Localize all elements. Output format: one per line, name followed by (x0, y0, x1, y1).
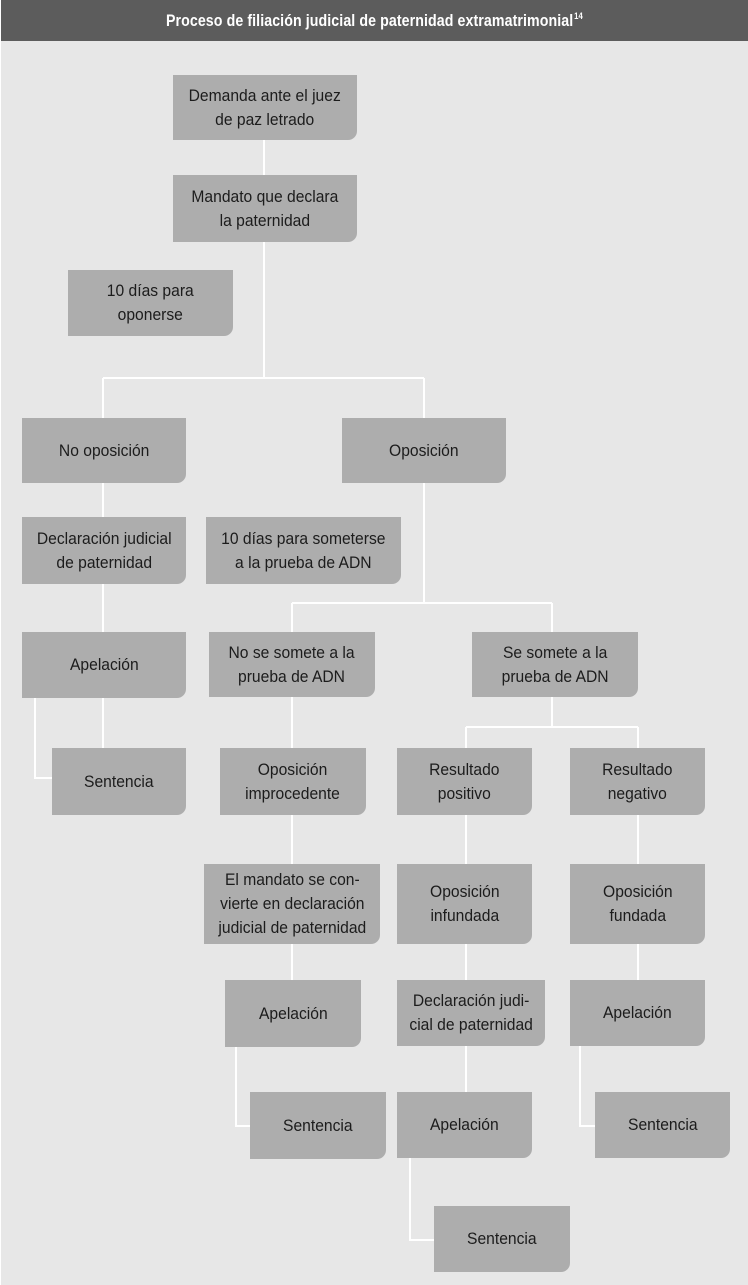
node-demanda: Demanda ante el juez de paz letrado (173, 75, 357, 140)
connector (409, 1158, 434, 1241)
node-apelacion-3: Apelación (397, 1092, 532, 1158)
node-apelacion-1: Apelación (22, 632, 186, 698)
connector (235, 1047, 250, 1127)
node-sentencia-4: Sentencia (595, 1092, 730, 1158)
node-mandato-convierte: El mandato se con- vierte en declaración… (204, 864, 380, 944)
node-dias-adn: 10 días para someterse a la prueba de AD… (206, 517, 401, 584)
node-somete-adn: Se somete a la prueba de ADN (472, 632, 638, 697)
node-oposicion-fundada: Oposición fundada (570, 864, 705, 944)
node-oposicion: Oposición (342, 418, 506, 483)
node-declaracion-judicial-2: Declaración judi- cial de paternidad (397, 980, 545, 1046)
node-mandato: Mandato que declara la paternidad (173, 175, 357, 242)
node-apelacion-4: Apelación (570, 980, 705, 1046)
node-apelacion-2: Apelación (225, 980, 361, 1047)
node-dias-oponerse: 10 días para oponerse (68, 270, 233, 336)
node-no-somete-adn: No se somete a la prueba de ADN (209, 632, 375, 697)
node-sentencia-3: Sentencia (434, 1206, 570, 1272)
node-sentencia-1: Sentencia (52, 748, 186, 815)
node-oposicion-infundada: Oposición infundada (397, 864, 532, 944)
node-resultado-positivo: Resultado positivo (397, 748, 532, 815)
node-sentencia-2: Sentencia (250, 1092, 386, 1159)
node-oposicion-improcedente: Oposición improcedente (220, 748, 366, 815)
node-resultado-negativo: Resultado negativo (570, 748, 705, 815)
connector (579, 1046, 595, 1127)
node-no-oposicion: No oposición (22, 418, 186, 483)
footnote-marker: 14 (574, 10, 583, 21)
diagram-title: Proceso de filiación judicial de paterni… (166, 10, 583, 30)
node-declaracion-judicial-1: Declaración judicial de paternidad (22, 517, 186, 584)
connector (34, 698, 52, 779)
diagram-header: Proceso de filiación judicial de paterni… (1, 0, 748, 41)
